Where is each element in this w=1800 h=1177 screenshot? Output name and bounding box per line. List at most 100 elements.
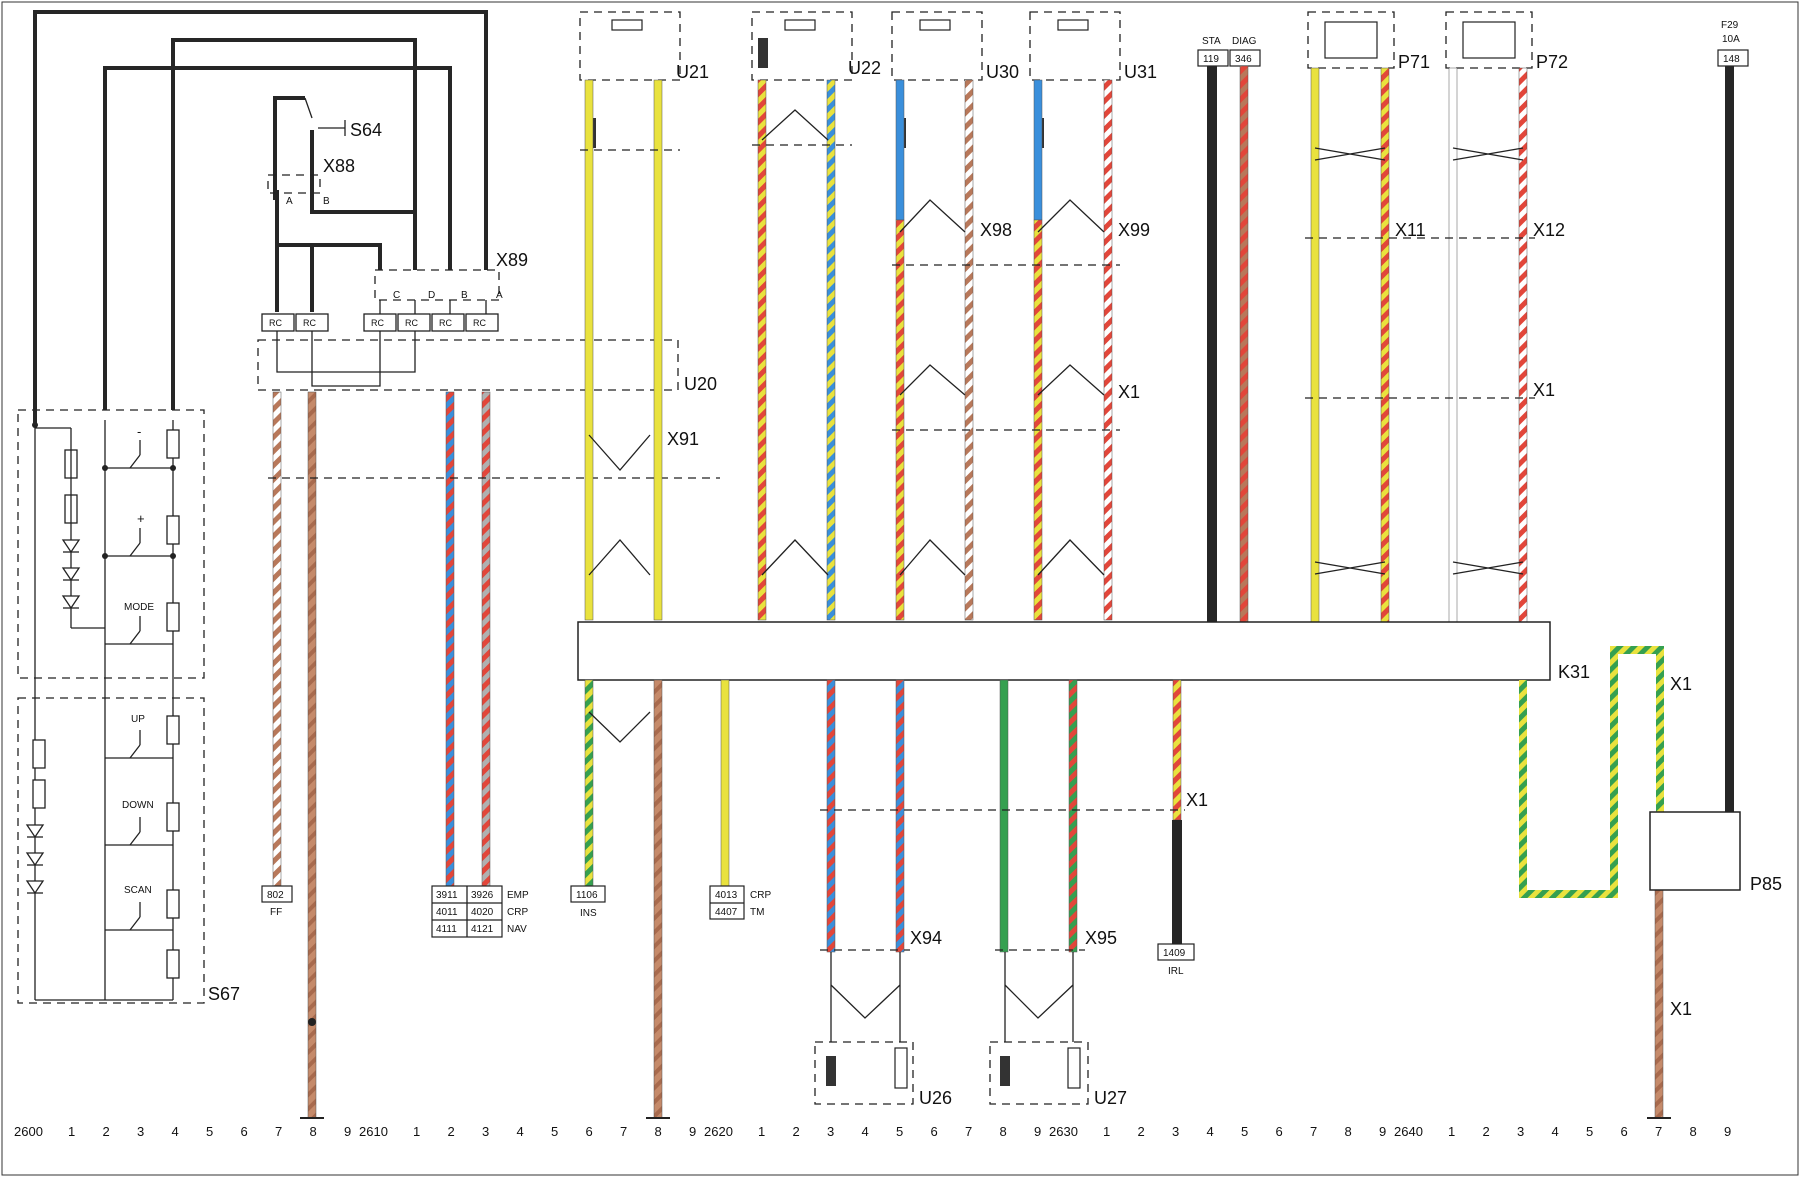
grid-digit: 5	[551, 1124, 558, 1139]
switch-label-mode: MODE	[124, 602, 154, 613]
crp2-number: 4013	[715, 890, 738, 901]
switch-label-plus: +	[137, 511, 145, 526]
sensor-modules	[814, 952, 1089, 1105]
grid-digit: 6	[586, 1124, 593, 1139]
left-wires	[272, 391, 491, 1119]
grid-digit: 1	[68, 1124, 75, 1139]
ins-label: INS	[580, 908, 597, 919]
grid-digit: 3	[1517, 1124, 1524, 1139]
u31-label: U31	[1124, 62, 1157, 82]
grid-digit: 9	[1724, 1124, 1731, 1139]
grid-group-label: 2630	[1049, 1124, 1078, 1139]
emp-label: EMP	[507, 890, 529, 901]
grid-digit: 4	[1207, 1124, 1214, 1139]
grid-group-label: 2600	[14, 1124, 43, 1139]
grid-group-label: 2640	[1394, 1124, 1423, 1139]
grid-digit: 5	[1586, 1124, 1593, 1139]
grid-digit: 1	[1103, 1124, 1110, 1139]
nav-label: NAV	[507, 924, 527, 935]
middle-wires	[584, 79, 1113, 621]
grid-digit: 3	[1172, 1124, 1179, 1139]
grid-digit: 2	[103, 1124, 110, 1139]
sta-diag-boxes	[1197, 49, 1261, 623]
grid-digit: 4	[172, 1124, 179, 1139]
x1-label-e: X1	[1670, 999, 1692, 1019]
x88-wiring	[275, 190, 417, 312]
x89-pin-b: B	[461, 290, 468, 301]
p72-label: P72	[1536, 52, 1568, 72]
grid-digit: 4	[1552, 1124, 1559, 1139]
ins-number: 1106	[576, 890, 598, 901]
branch-lines	[588, 109, 1105, 576]
s67-switch-panel	[17, 409, 205, 1004]
grid-digit: 8	[1000, 1124, 1007, 1139]
grid-group-label: 2610	[359, 1124, 388, 1139]
u30-label: U30	[986, 62, 1019, 82]
x89-pin-a: A	[496, 290, 503, 301]
rc-label-4: RC	[405, 318, 418, 328]
s67-feed-wires	[33, 10, 488, 425]
grid-digit: 7	[620, 1124, 627, 1139]
grid-digit: 9	[1034, 1124, 1041, 1139]
x88-label: X88	[323, 156, 355, 176]
grid-digit: 7	[965, 1124, 972, 1139]
switch-label-minus: -	[137, 424, 141, 439]
u22-label: U22	[848, 58, 881, 78]
grid-group-label: 2620	[704, 1124, 733, 1139]
grid-digit: 4	[862, 1124, 869, 1139]
ff-label: FF	[270, 907, 282, 918]
sta-number: 119	[1203, 54, 1219, 65]
x11-label: X11	[1395, 220, 1426, 240]
x98-label: X98	[980, 220, 1012, 240]
p85-module	[1649, 811, 1741, 891]
grid-digit: 2	[1483, 1124, 1490, 1139]
x1-label-b: X1	[1533, 380, 1555, 400]
emp-crp-nav-table	[431, 885, 503, 938]
k31-module	[577, 621, 1551, 681]
grid-digit: 5	[206, 1124, 213, 1139]
x1-label-a: X1	[1118, 382, 1140, 402]
grid-digit: 2	[1138, 1124, 1145, 1139]
diag-number: 346	[1235, 54, 1252, 65]
x89-pin-d: D	[428, 290, 435, 301]
x89-pin-c: C	[393, 290, 400, 301]
x89-label: X89	[496, 250, 528, 270]
u26-label: U26	[919, 1088, 952, 1108]
irl-number: 1409	[1163, 948, 1186, 959]
ff-ref-box	[261, 885, 293, 903]
x88-connector	[267, 174, 321, 194]
rc-label-1: RC	[269, 318, 282, 328]
switch-label-up: UP	[131, 714, 145, 725]
nav-code-b: 4121	[471, 924, 494, 935]
u27-label: U27	[1094, 1088, 1127, 1108]
grid-digit: 6	[241, 1124, 248, 1139]
fuse-feed-wire	[1725, 66, 1734, 812]
rc-label-2: RC	[303, 318, 316, 328]
tm-number: 4407	[715, 907, 738, 918]
grid-digit: 6	[931, 1124, 938, 1139]
irl-label: IRL	[1168, 966, 1184, 977]
grid-digit: 7	[1310, 1124, 1317, 1139]
crp-code-a: 4011	[436, 907, 458, 918]
k31-label: K31	[1558, 662, 1590, 682]
grid-digit: 4	[517, 1124, 524, 1139]
grid-digit: 8	[1345, 1124, 1352, 1139]
crp-tm-table	[709, 885, 745, 920]
lower-wires	[584, 646, 1664, 1119]
x1-label-d: X1	[1670, 674, 1692, 694]
tm-label: TM	[750, 907, 764, 918]
rc-label-6: RC	[473, 318, 486, 328]
grid-digit: 2	[448, 1124, 455, 1139]
x1-label-c: X1	[1186, 790, 1208, 810]
grid-digit: 6	[1276, 1124, 1283, 1139]
grid-digit: 7	[275, 1124, 282, 1139]
switch-label-scan: SCAN	[124, 885, 152, 896]
grid-digit: 7	[1655, 1124, 1662, 1139]
rc-blocks	[261, 313, 499, 332]
s64-label: S64	[350, 120, 382, 140]
grid-digit: 8	[310, 1124, 317, 1139]
grid-digit: 2	[793, 1124, 800, 1139]
crp-label: CRP	[507, 907, 528, 918]
